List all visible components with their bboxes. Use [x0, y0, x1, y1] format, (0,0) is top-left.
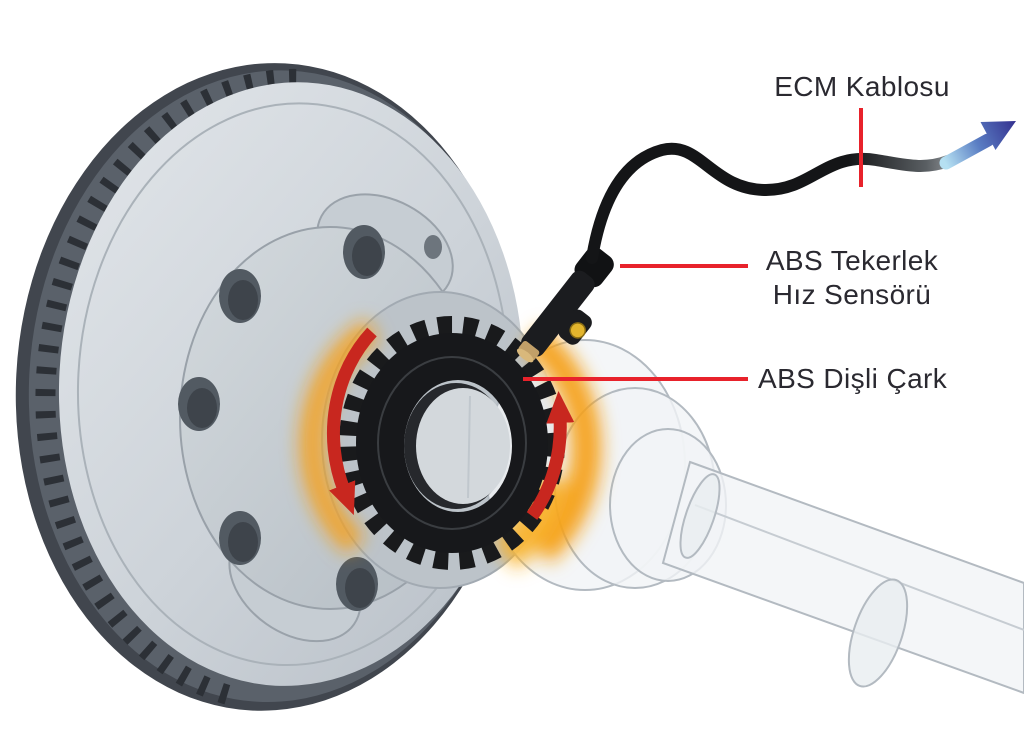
- cable-direction-arrow: [939, 121, 1016, 170]
- rotation-arrow-right: [526, 391, 575, 520]
- label-abs-sensor: ABS Tekerlek Hız Sensörü: [752, 244, 952, 312]
- sensor-tip: [516, 348, 534, 363]
- speed-sensor-body: [521, 270, 595, 357]
- label-abs-sensor-line1: ABS Tekerlek: [765, 245, 939, 276]
- sensor-tip-ferrule: [518, 340, 540, 361]
- lug-hole: [178, 377, 220, 431]
- axle-shaft: [661, 460, 1024, 695]
- rotation-arrows: [326, 327, 575, 520]
- tone-ring-face-ring: [377, 356, 527, 530]
- tone-ring-body: [356, 333, 548, 553]
- axle-collar: [847, 578, 909, 688]
- lug-hole: [343, 225, 385, 279]
- bore-ghost-line: [467, 395, 471, 499]
- leader-lines: [523, 108, 863, 381]
- label-ecm-cable: ECM Kablosu: [774, 71, 950, 102]
- disc-vents: [35, 68, 297, 707]
- label-abs-sensor-line2: Hız Sensörü: [772, 279, 932, 310]
- lug-hole: [219, 269, 261, 323]
- boot-clamp: [679, 473, 721, 559]
- lug-hole: [336, 557, 378, 611]
- tone-ring-bore: [416, 388, 510, 504]
- glow-right: [523, 325, 602, 564]
- stud-hole-small: [424, 235, 442, 259]
- blue-arrow-tail: [939, 133, 995, 170]
- rotation-arrow-left: [326, 327, 377, 516]
- abs-tone-ring: [339, 316, 565, 570]
- glow-left: [299, 318, 380, 555]
- sensor-eyelet: [569, 322, 586, 339]
- wheel-speed-sensor: [516, 247, 614, 363]
- lug-hole: [219, 511, 261, 565]
- axle-shaft-line: [694, 504, 1024, 631]
- blue-arrow-head: [980, 121, 1016, 150]
- ecm-cable: [586, 142, 954, 264]
- lug-holes: [178, 225, 466, 611]
- label-abs-tone-ring: ABS Dişli Çark: [758, 363, 948, 394]
